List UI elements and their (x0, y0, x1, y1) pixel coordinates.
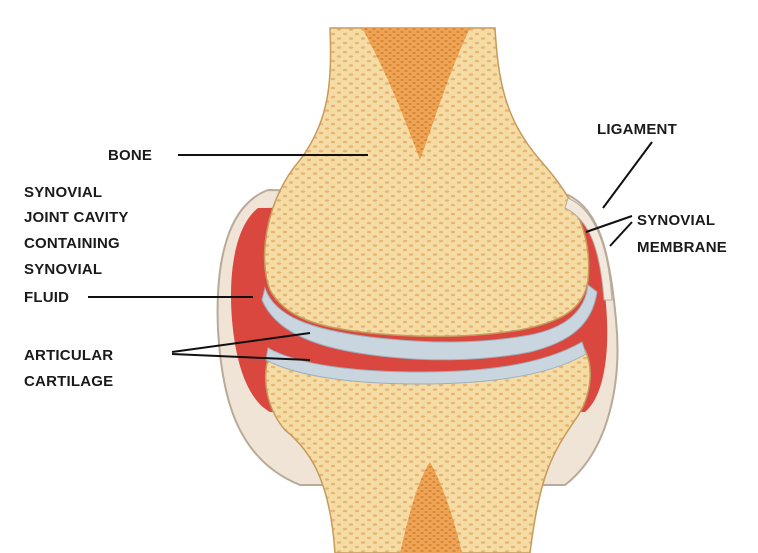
label-articular-cartilage-1: ARTICULAR (24, 347, 113, 364)
label-synovial-cavity-3: CONTAINING (24, 235, 120, 252)
label-ligament: LIGAMENT (597, 121, 677, 138)
label-synovial-membrane-1: SYNOVIAL (637, 212, 715, 229)
label-synovial-cavity-5: FLUID (24, 289, 69, 306)
label-synovial-cavity-4: SYNOVIAL (24, 261, 102, 278)
label-synovial-cavity-1: SYNOVIAL (24, 184, 102, 201)
label-synovial-cavity-2: JOINT CAVITY (24, 209, 129, 226)
label-articular-cartilage-2: CARTILAGE (24, 373, 113, 390)
ligament-leader (603, 142, 652, 208)
label-synovial-membrane-2: MEMBRANE (637, 239, 727, 256)
membrane-leader-2 (610, 222, 632, 246)
label-bone: BONE (108, 147, 152, 164)
